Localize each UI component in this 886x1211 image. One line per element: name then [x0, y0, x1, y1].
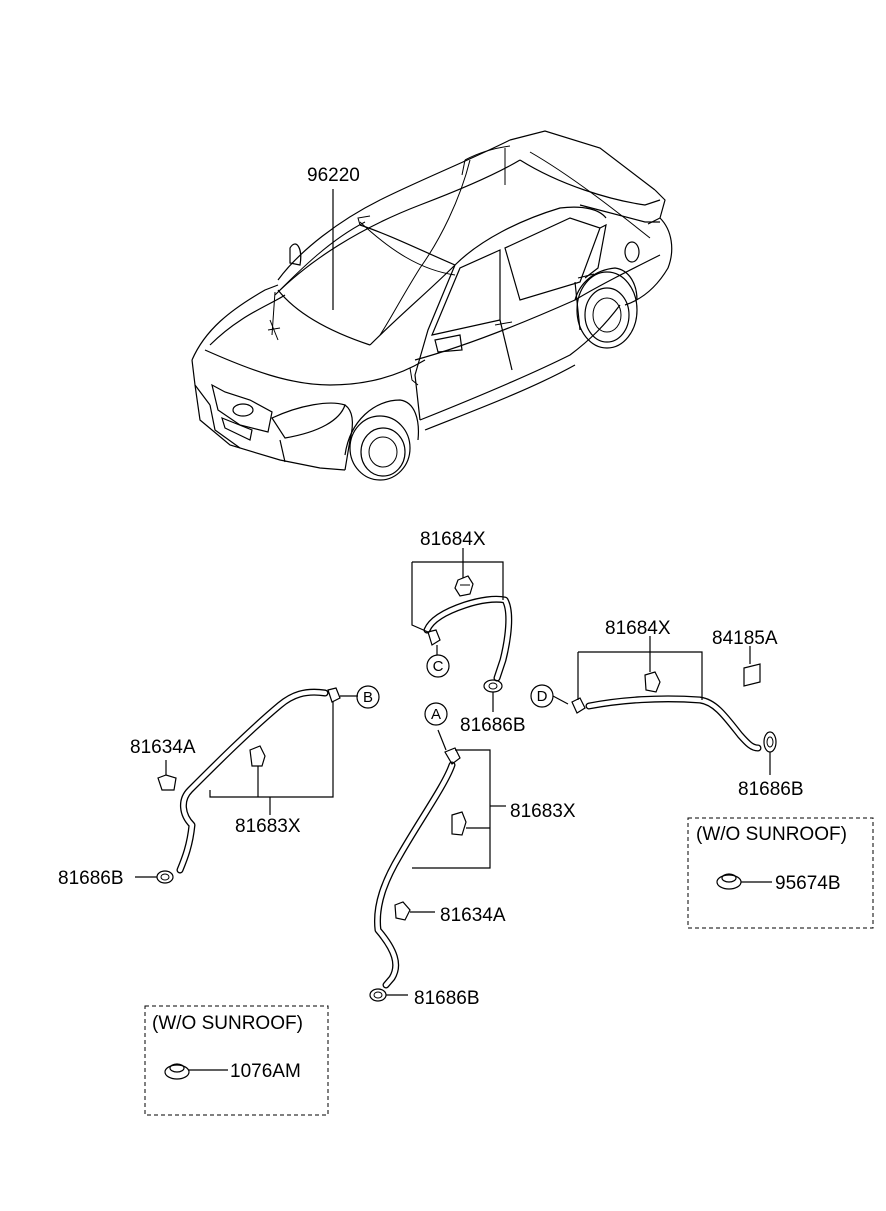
hose-left-label: 81683X — [235, 816, 301, 837]
svg-text:B: B — [363, 689, 373, 706]
svg-text:D: D — [537, 688, 548, 705]
front-drain-hose-left — [135, 687, 358, 884]
grommet-top-label: 81686B — [460, 715, 526, 736]
wiring-harness-label: 96220 — [307, 165, 360, 186]
svg-text:C: C — [433, 658, 444, 675]
clip-top-label: 81684X — [420, 529, 486, 550]
callout-b: B — [356, 685, 380, 709]
callout-d: D — [530, 684, 554, 708]
plug-right-label: 95674B — [775, 873, 841, 894]
car-illustration — [191, 130, 673, 481]
callout-c: C — [426, 654, 450, 678]
option-box-left-title: (W/O SUNROOF) — [152, 1013, 303, 1034]
clip-right-label: 81684X — [605, 618, 671, 639]
svg-text:A: A — [431, 706, 441, 723]
front-drain-hose-top — [411, 548, 513, 712]
grommet-center-label: 81686B — [414, 988, 480, 1009]
grommet-left-label: 81686B — [58, 868, 124, 889]
grommet-right-label: 81686B — [738, 779, 804, 800]
bracket-left-label: 81634A — [130, 737, 196, 758]
bracket-center-label: 81634A — [440, 905, 506, 926]
option-box-right — [687, 817, 874, 929]
rear-drain-hose-right — [552, 636, 777, 775]
label-part-label: 84185A — [712, 628, 778, 649]
option-box-left — [144, 1005, 329, 1116]
hose-center-label: 81683X — [510, 801, 576, 822]
rear-drain-hose-center — [369, 729, 506, 1002]
callout-a: A — [424, 702, 448, 726]
option-box-right-title: (W/O SUNROOF) — [696, 824, 847, 845]
plug-left-label: 1076AM — [230, 1061, 301, 1082]
